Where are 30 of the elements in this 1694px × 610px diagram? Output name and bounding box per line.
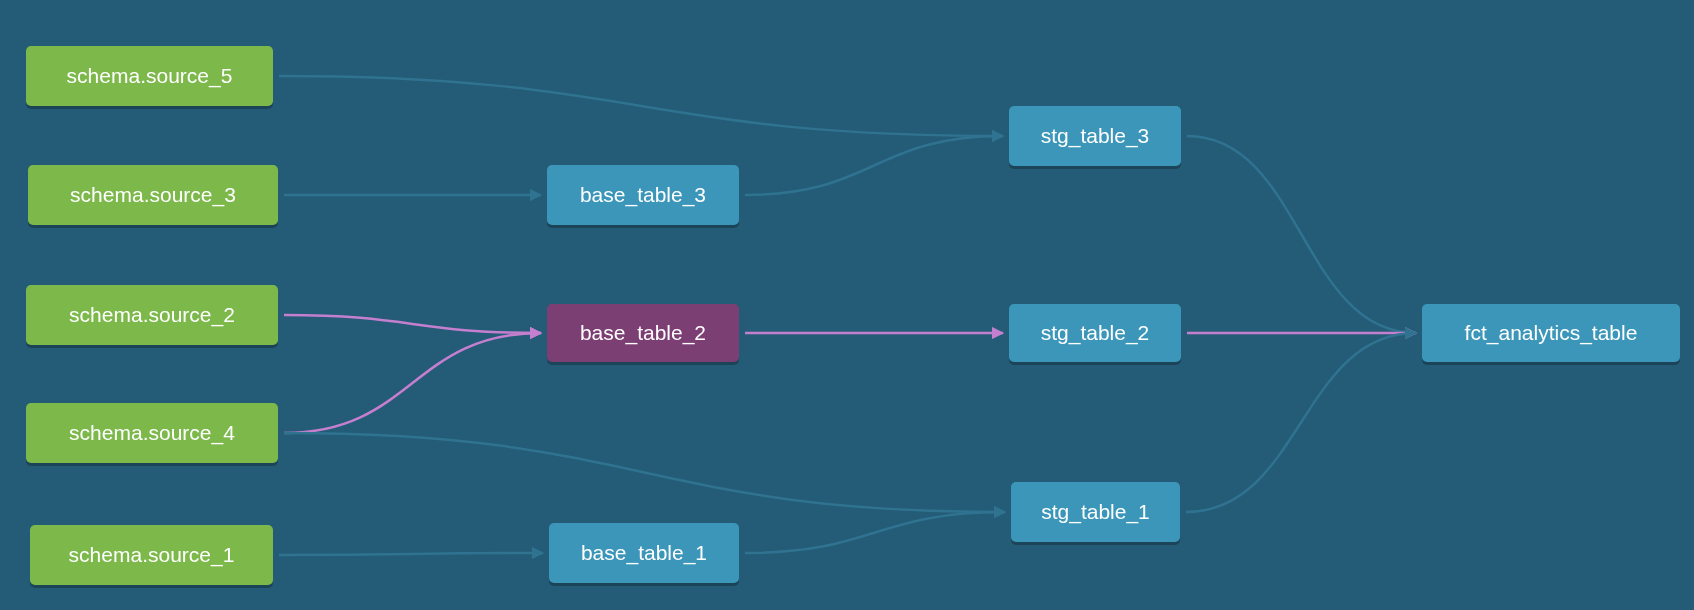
arrow <box>745 326 1005 340</box>
table-node <box>549 523 739 583</box>
arrow <box>1185 328 1418 514</box>
table-node <box>1009 304 1181 362</box>
table-node <box>26 403 278 463</box>
arrow <box>744 506 1007 555</box>
node-label: base_table_2 <box>579 321 707 345</box>
node-label: schema.source_1 <box>68 543 235 567</box>
node-label: stg_table_3 <box>1040 124 1150 148</box>
table-node <box>1422 304 1680 362</box>
arrow <box>744 130 1005 197</box>
node-label: schema.source_4 <box>69 421 235 445</box>
node-label: base_table_1 <box>580 541 708 565</box>
arrow <box>279 546 545 560</box>
arrow <box>284 188 543 202</box>
table-node <box>26 285 278 345</box>
node-label: schema.source_5 <box>66 64 233 88</box>
table-node <box>547 165 739 225</box>
table-node <box>28 165 278 225</box>
node-label: base_table_3 <box>579 183 707 207</box>
node-label: fct_analytics_table <box>1464 321 1638 345</box>
table-node <box>1009 106 1181 166</box>
node-label: schema.source_3 <box>70 183 236 207</box>
node-label: stg_table_2 <box>1040 321 1150 345</box>
table-node <box>26 46 273 106</box>
table-node <box>1011 482 1180 542</box>
node-label: schema.source_2 <box>69 303 235 327</box>
table-node <box>547 304 739 362</box>
table-node <box>30 525 273 585</box>
node-label: stg_table_1 <box>1041 500 1150 524</box>
